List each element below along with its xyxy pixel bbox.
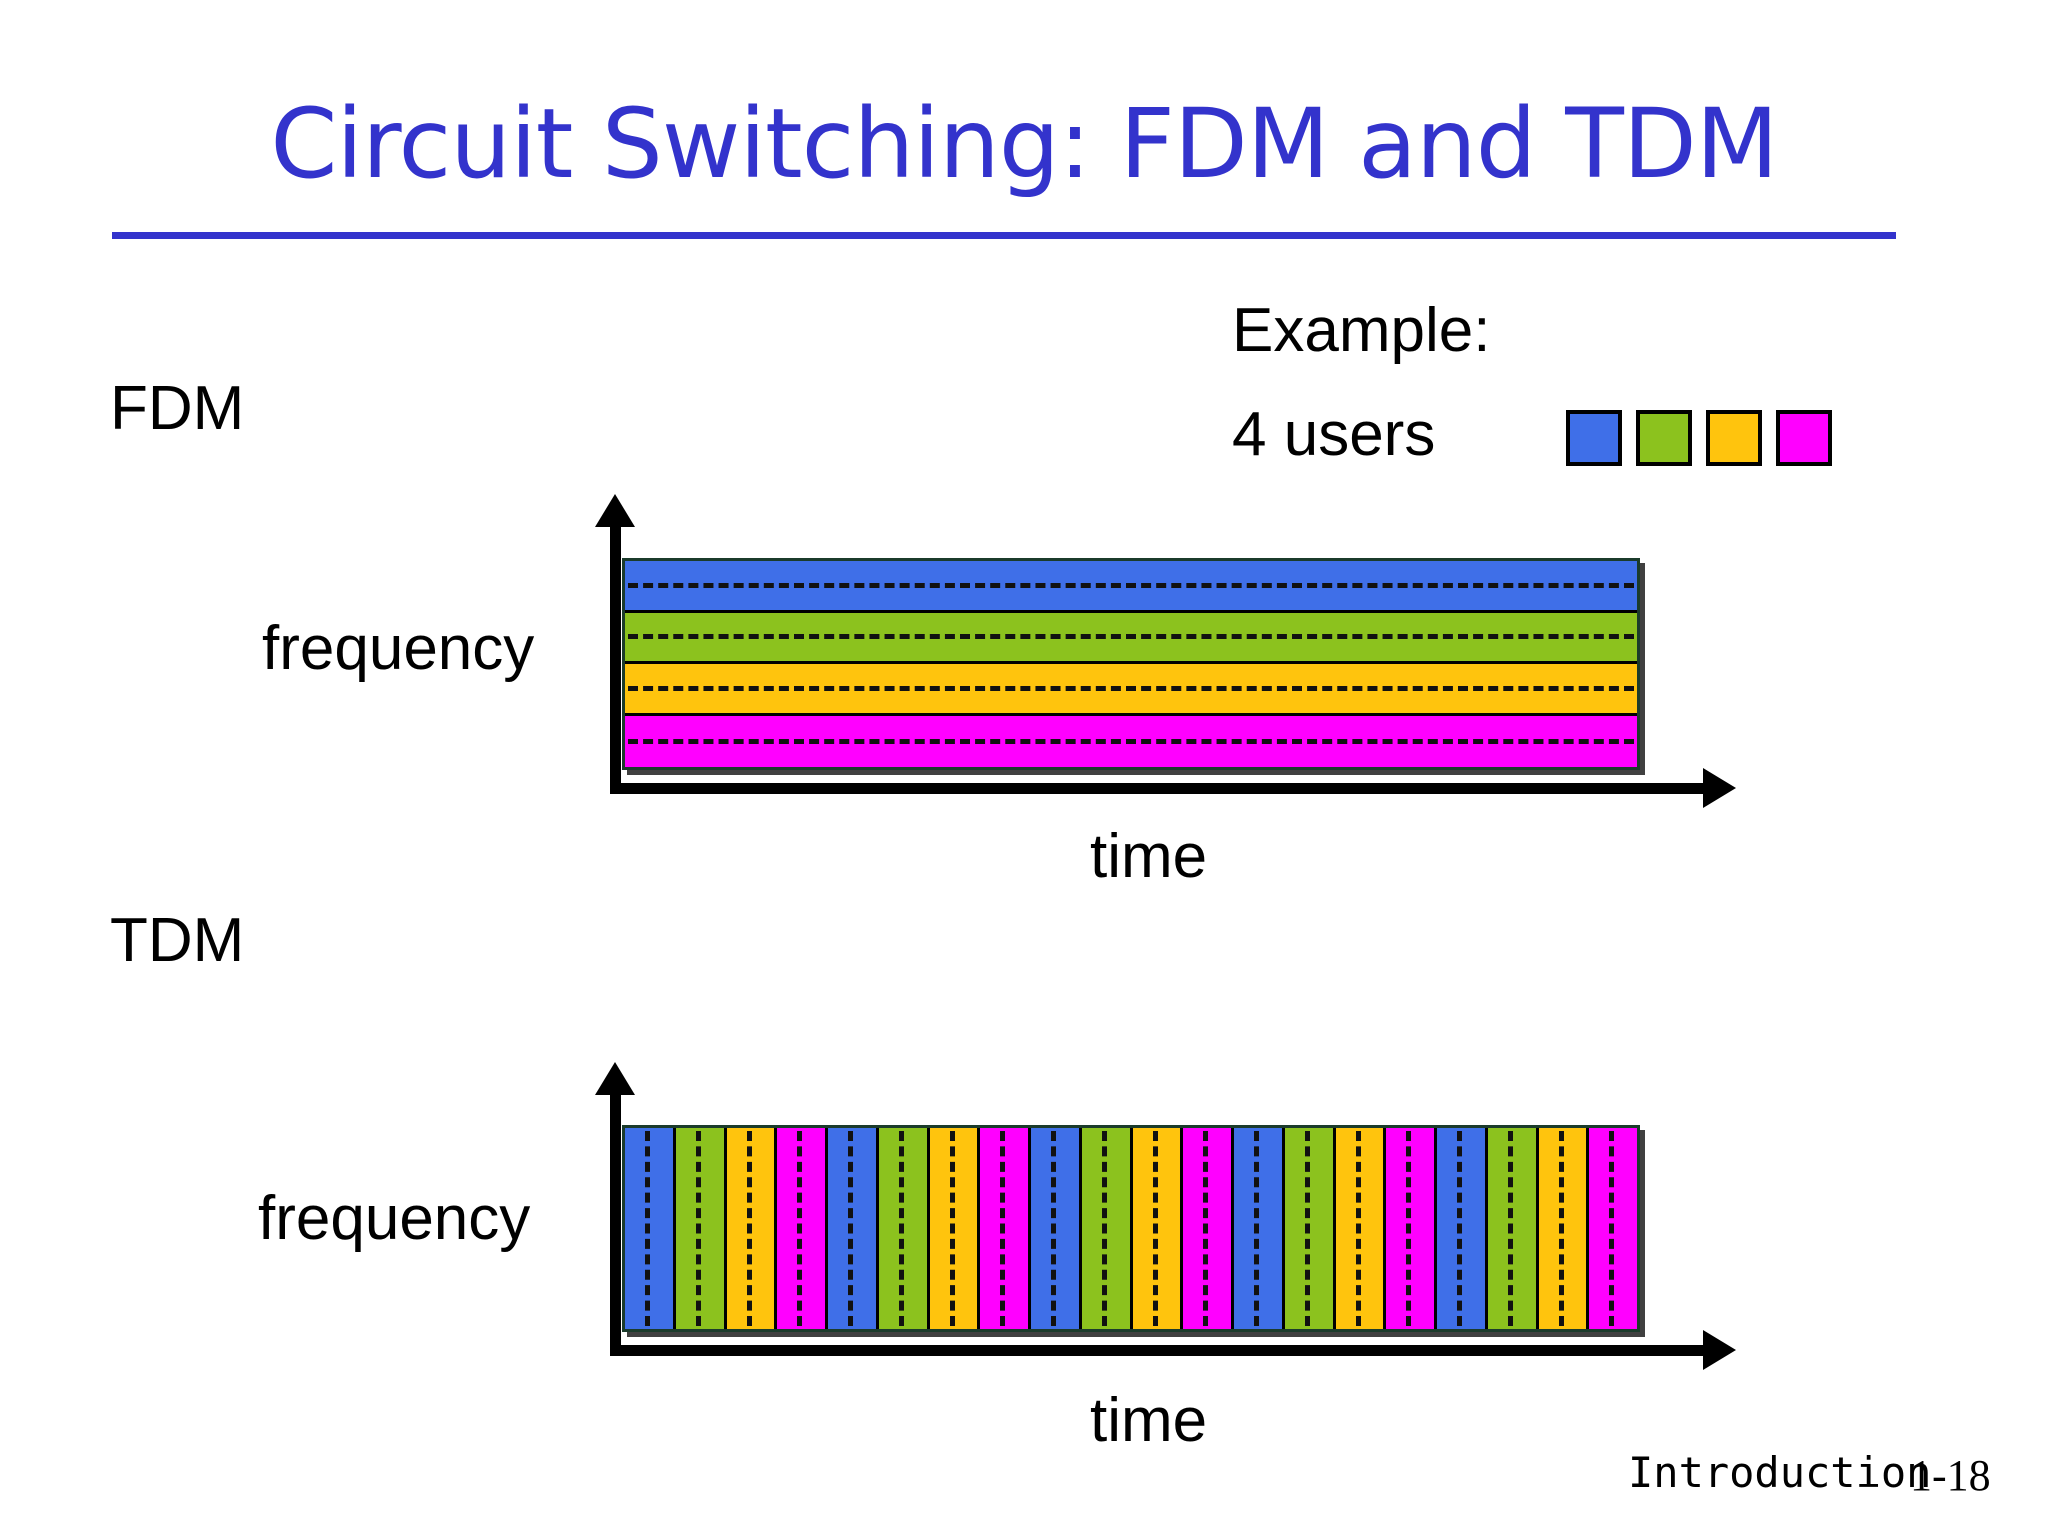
fdm-x-axis-line — [610, 783, 1705, 794]
tdm-slot-1-user-1 — [625, 1128, 676, 1329]
tdm-slot-9-user-1 — [1031, 1128, 1082, 1329]
fdm-band-midline-1 — [628, 582, 1634, 588]
legend-swatch-user-1-blue — [1566, 410, 1622, 466]
tdm-x-axis-arrowhead — [1703, 1330, 1736, 1370]
fdm-y-axis-line — [610, 524, 621, 792]
tdm-slot-14-user-2 — [1284, 1128, 1336, 1329]
tdm-y-axis-label: frequency — [258, 1184, 531, 1253]
fdm-band-midline-4 — [628, 738, 1634, 744]
section-label-fdm: FDM — [110, 374, 245, 443]
tdm-slot-midline-11 — [1152, 1131, 1158, 1326]
tdm-slot-6-user-2 — [878, 1128, 930, 1329]
fdm-band-midline-2 — [628, 634, 1634, 640]
tdm-slot-midline-5 — [848, 1131, 854, 1326]
tdm-slot-12-user-4 — [1183, 1128, 1234, 1329]
tdm-slot-midline-2 — [695, 1131, 701, 1326]
fdm-band-user-2 — [625, 612, 1637, 664]
fdm-x-axis-arrowhead — [1703, 768, 1736, 808]
tdm-slot-4-user-4 — [777, 1128, 828, 1329]
legend-swatch-user-4-magenta — [1776, 410, 1832, 466]
tdm-slot-8-user-4 — [980, 1128, 1031, 1329]
fdm-band-user-1 — [625, 561, 1637, 613]
tdm-slot-midline-1 — [645, 1131, 651, 1326]
example-users-label: 4 users — [1232, 400, 1436, 469]
tdm-slot-17-user-1 — [1437, 1128, 1488, 1329]
legend-swatches — [1566, 410, 1832, 466]
tdm-chart-area — [622, 1125, 1640, 1332]
tdm-slot-2-user-2 — [675, 1128, 727, 1329]
tdm-slot-midline-6 — [898, 1131, 904, 1326]
fdm-band-user-3 — [625, 664, 1637, 716]
fdm-band-midline-3 — [628, 685, 1634, 691]
fdm-band-user-4 — [625, 715, 1637, 767]
legend-swatch-user-3-yellow — [1706, 410, 1762, 466]
tdm-slot-15-user-3 — [1335, 1128, 1387, 1329]
tdm-slot-midline-4 — [797, 1131, 803, 1326]
tdm-slot-3-user-3 — [726, 1128, 778, 1329]
tdm-slot-midline-18 — [1507, 1131, 1513, 1326]
fdm-chart-area — [622, 558, 1640, 770]
tdm-slot-18-user-2 — [1487, 1128, 1539, 1329]
tdm-slot-midline-15 — [1355, 1131, 1361, 1326]
tdm-y-axis-arrowhead — [595, 1062, 635, 1095]
tdm-slot-midline-12 — [1203, 1131, 1209, 1326]
footer-chapter: Introduction — [1628, 1448, 1932, 1497]
tdm-slot-16-user-4 — [1386, 1128, 1437, 1329]
tdm-slot-midline-7 — [949, 1131, 955, 1326]
tdm-slot-20-user-4 — [1589, 1128, 1637, 1329]
section-label-tdm: TDM — [110, 906, 245, 975]
example-heading: Example: — [1232, 296, 1491, 365]
tdm-slot-midline-3 — [746, 1131, 752, 1326]
page-title: Circuit Switching: FDM and TDM — [270, 88, 1778, 200]
title-underline — [112, 232, 1896, 239]
tdm-slot-midline-8 — [1000, 1131, 1006, 1326]
tdm-slot-midline-10 — [1101, 1131, 1107, 1326]
tdm-slot-13-user-1 — [1234, 1128, 1285, 1329]
tdm-slot-midline-9 — [1051, 1131, 1057, 1326]
tdm-x-axis-label: time — [1090, 1386, 1208, 1455]
tdm-slot-midline-14 — [1304, 1131, 1310, 1326]
tdm-slot-7-user-3 — [929, 1128, 981, 1329]
fdm-y-axis-arrowhead — [595, 494, 635, 527]
tdm-slot-5-user-1 — [828, 1128, 879, 1329]
tdm-y-axis-line — [610, 1092, 621, 1345]
legend-swatch-user-2-green — [1636, 410, 1692, 466]
tdm-slot-midline-17 — [1457, 1131, 1463, 1326]
tdm-slot-midline-13 — [1254, 1131, 1260, 1326]
tdm-slot-10-user-2 — [1081, 1128, 1133, 1329]
tdm-x-axis-line — [610, 1345, 1705, 1356]
footer-page-number: 1-18 — [1910, 1451, 1991, 1500]
tdm-slot-11-user-3 — [1132, 1128, 1184, 1329]
tdm-slot-midline-20 — [1609, 1131, 1615, 1326]
fdm-x-axis-label: time — [1090, 822, 1208, 891]
tdm-slot-midline-16 — [1406, 1131, 1412, 1326]
tdm-slot-midline-19 — [1558, 1131, 1564, 1326]
fdm-y-axis-label: frequency — [262, 614, 535, 683]
tdm-slot-19-user-3 — [1538, 1128, 1590, 1329]
